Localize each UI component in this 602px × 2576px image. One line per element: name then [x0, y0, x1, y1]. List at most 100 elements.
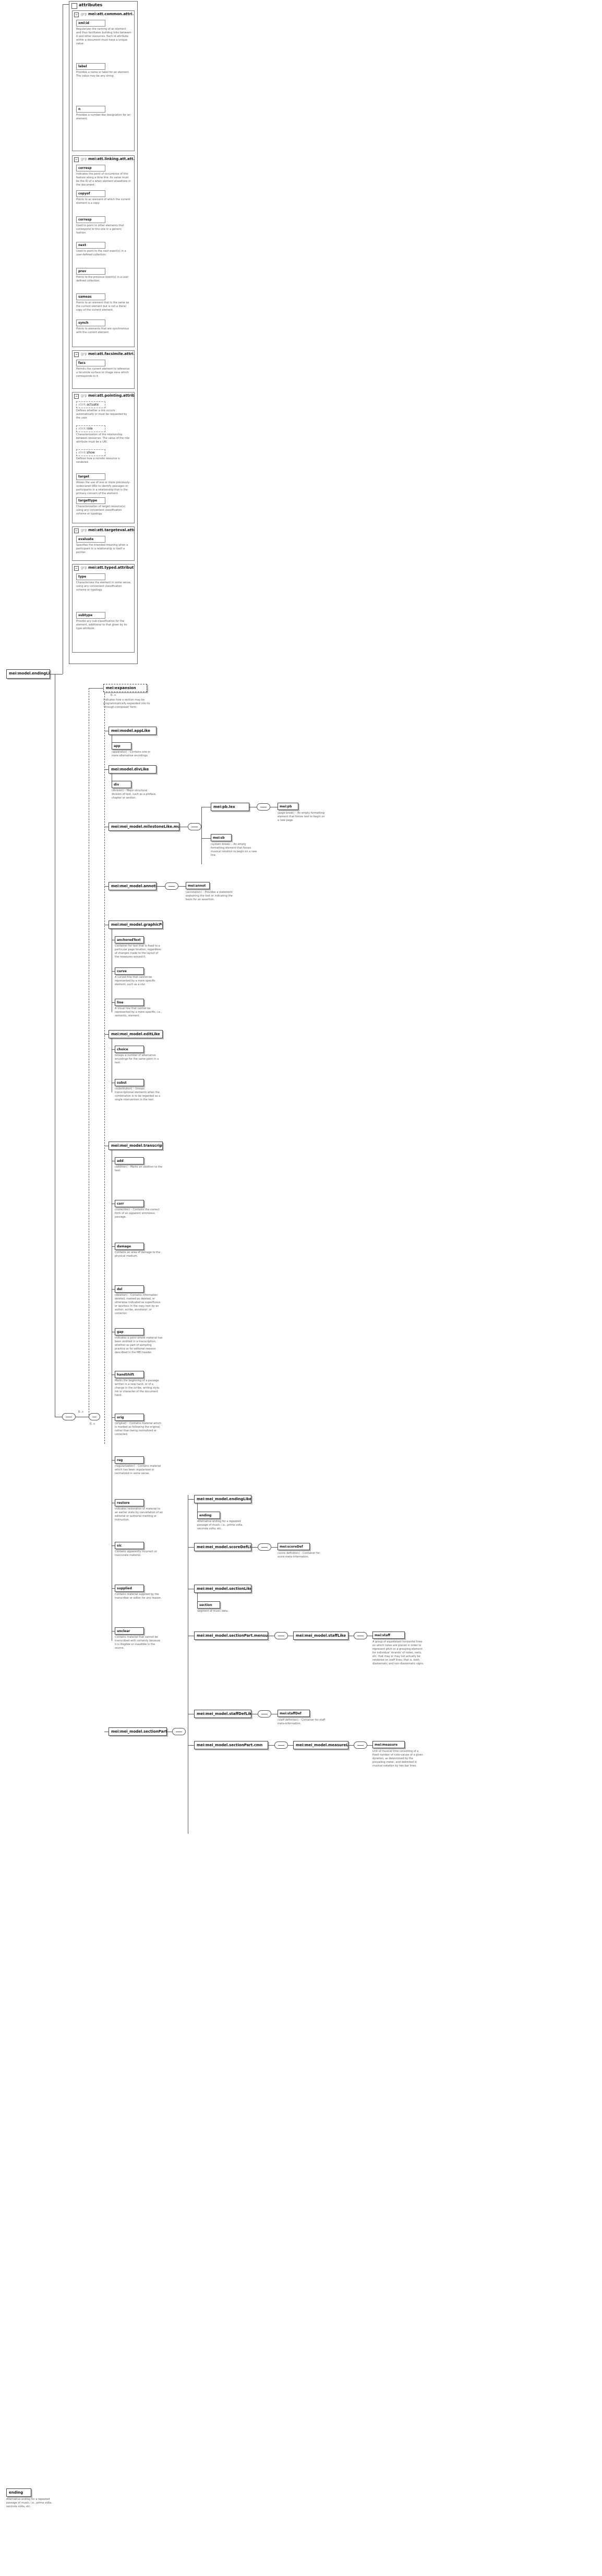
- attributes-icon: [71, 3, 77, 9]
- collapse-icon[interactable]: −: [74, 13, 79, 17]
- transcriptionLike-item[interactable]: supplied: [115, 1585, 144, 1592]
- attribute-box[interactable]: sameas: [76, 293, 105, 301]
- transcriptionLike-item[interactable]: reg: [115, 1456, 144, 1464]
- milestone-group[interactable]: mei:mei_model.milestoneLike.music: [109, 823, 179, 831]
- transcriptionLike-item[interactable]: damage: [115, 1243, 144, 1250]
- sectionPart-subgroup[interactable]: mei:mei_model.measureLike: [293, 1741, 348, 1749]
- expansion-element[interactable]: mei:expansion: [103, 684, 147, 692]
- graphicPrimitive-item[interactable]: curve: [115, 967, 144, 975]
- graphicPrimitive-item[interactable]: anchoredText: [115, 936, 144, 943]
- attribute-name: n: [78, 107, 81, 112]
- collapse-icon[interactable]: −: [74, 394, 79, 399]
- attribute-box[interactable]: label: [76, 63, 105, 70]
- attribute-box[interactable]: type: [76, 573, 105, 580]
- sectionPart-child-group[interactable]: mei:mei_model.sectionPart.mensural...: [194, 1632, 268, 1640]
- sequence-compositor: [258, 1543, 271, 1551]
- collapse-icon[interactable]: −: [74, 352, 79, 357]
- attribute-box[interactable]: facs: [76, 360, 105, 366]
- attribute-box[interactable]: xlink:role: [76, 425, 105, 432]
- attribute-group-title[interactable]: −grp mei:att.targeteval.attri...: [73, 527, 134, 533]
- sectionPart-element[interactable]: mei:staffDef: [278, 1710, 310, 1717]
- sb-element[interactable]: mei:sb: [211, 834, 232, 841]
- appLike-child[interactable]: app: [112, 742, 131, 750]
- editLike-item[interactable]: subst: [115, 1079, 144, 1086]
- multiplicity: 0..∞: [90, 1422, 95, 1426]
- graphicPrimitive-item[interactable]: line: [115, 999, 144, 1006]
- attribute-name: prev: [78, 269, 87, 273]
- attribute-box[interactable]: target: [76, 473, 105, 480]
- attribute-group-title[interactable]: −grp mei:att.typed.attribut...: [73, 565, 134, 571]
- editLike-item[interactable]: choice: [115, 1046, 144, 1053]
- attribute-box[interactable]: prev: [76, 267, 105, 275]
- transcriptionLike-item[interactable]: sic: [115, 1542, 144, 1549]
- element-description: Contains an area of damage to the physic…: [115, 1251, 161, 1258]
- sectionPart-element[interactable]: ending: [197, 1512, 220, 1519]
- annot-group[interactable]: mei:mei_model.annotLike: [109, 882, 156, 890]
- attribute-box[interactable]: synch: [76, 319, 105, 326]
- transcriptionLike-group[interactable]: mei:mei_model.transcriptionLike: [109, 1142, 163, 1150]
- attribute-box[interactable]: corresp: [76, 165, 105, 171]
- connector-line: [63, 4, 69, 5]
- element-description: Alternative ending for a repeated passag…: [6, 2498, 52, 2508]
- attribute-group-title[interactable]: −grp mei:att.facsimile.attri...: [73, 351, 134, 357]
- divLike-group[interactable]: mei:model.divLike: [109, 765, 156, 774]
- connector-line: [271, 1547, 278, 1548]
- attribute-box[interactable]: next: [76, 242, 105, 249]
- ending-element[interactable]: ending: [6, 2488, 31, 2497]
- root-element-box[interactable]: mei:model.endingLike: [6, 669, 50, 679]
- attribute-box[interactable]: n: [76, 106, 105, 113]
- transcriptionLike-item[interactable]: handShift: [115, 1371, 144, 1378]
- transcriptionLike-item[interactable]: corr: [115, 1200, 144, 1207]
- sectionPart-child-group[interactable]: mei:mei_model.sectionLike: [194, 1585, 251, 1593]
- editLike-group[interactable]: mei:mei_model.editLike: [109, 1030, 163, 1038]
- graphicPrimitive-group[interactable]: mei:mei_model.graphicPrimitiv...: [109, 921, 163, 929]
- element-description: Marks the beginning of a passage written…: [115, 1379, 160, 1397]
- collapse-icon[interactable]: −: [74, 157, 79, 162]
- attribute-group-title[interactable]: −grp mei:att.common.attri...: [73, 11, 134, 17]
- group-name: mei:att.typed.attribut...: [88, 566, 134, 570]
- sectionPart-element[interactable]: mei:scoreDef: [278, 1543, 310, 1550]
- attribute-group-title[interactable]: −grp mei:att.pointing.attrib...: [73, 392, 134, 399]
- sectionPart-child-group[interactable]: mei:mei_model.scoreDefLike: [194, 1543, 251, 1551]
- sectionPart-element[interactable]: mei:staff: [372, 1632, 405, 1639]
- transcriptionLike-item[interactable]: unclear: [115, 1627, 144, 1635]
- element-description: Indicates a point where material has bee…: [115, 1336, 163, 1354]
- divLike-child[interactable]: div: [112, 781, 131, 788]
- transcriptionLike-item[interactable]: add: [115, 1157, 144, 1164]
- sectionPart-child-group[interactable]: mei:mei_model.sectionPart.cmn: [194, 1741, 268, 1749]
- attribute-box[interactable]: corresp: [76, 216, 105, 223]
- attribute-box[interactable]: xlink:actuate: [76, 401, 105, 408]
- element-description: A curved line that cannot be represented…: [115, 976, 155, 986]
- sectionPart-child-group[interactable]: mei:mei_model.endingLike: [194, 1495, 251, 1503]
- sectionPart-element[interactable]: section: [197, 1601, 220, 1609]
- attribute-description: Defines how a remote resource is rendere…: [76, 457, 120, 464]
- attribute-description: Allows the use of one or more previously…: [76, 481, 130, 495]
- transcriptionLike-item[interactable]: gap: [115, 1328, 144, 1335]
- transcriptionLike-item[interactable]: del: [115, 1285, 144, 1293]
- namespace-prefix: xlink:: [78, 403, 87, 407]
- annot-element[interactable]: mei:annot: [186, 882, 210, 889]
- attribute-box[interactable]: subtype: [76, 612, 105, 619]
- attribute-box[interactable]: copyof: [76, 190, 105, 198]
- sectionPart-subgroup[interactable]: mei:mei_model.staffLike: [293, 1632, 348, 1640]
- pb-group[interactable]: mei:pb.lex: [211, 803, 249, 811]
- sectionPart-child-group[interactable]: mei:mei_model.staffDefLike: [194, 1710, 251, 1718]
- attribute-box[interactable]: evaluate: [76, 536, 105, 543]
- element-description: Indicates restoration of material to an …: [115, 1507, 163, 1522]
- appLike-group[interactable]: mei:model.appLike: [109, 727, 156, 735]
- transcriptionLike-item[interactable]: orig: [115, 1414, 144, 1421]
- sectionPart-element[interactable]: mei:measure: [372, 1741, 405, 1748]
- transcriptionLike-item[interactable]: restore: [115, 1499, 144, 1506]
- attribute-group-title[interactable]: −grp mei:att.linking.att.att...: [73, 156, 134, 162]
- sequence-compositor: [354, 1741, 367, 1749]
- attribute-box[interactable]: xml:id: [76, 20, 105, 27]
- collapse-icon[interactable]: −: [74, 566, 79, 571]
- attribute-name: label: [78, 64, 87, 68]
- attribute-box[interactable]: xlink:show: [76, 449, 105, 456]
- connector-line: [188, 1499, 194, 1500]
- collapse-icon[interactable]: −: [74, 529, 79, 533]
- sectionPart-group[interactable]: mei:mei_model.sectionPart: [109, 1727, 167, 1736]
- attribute-box[interactable]: targettype: [76, 497, 105, 504]
- pb-element[interactable]: mei:pb: [278, 803, 298, 810]
- attribute-description: Characterization of the relationship bet…: [76, 433, 130, 444]
